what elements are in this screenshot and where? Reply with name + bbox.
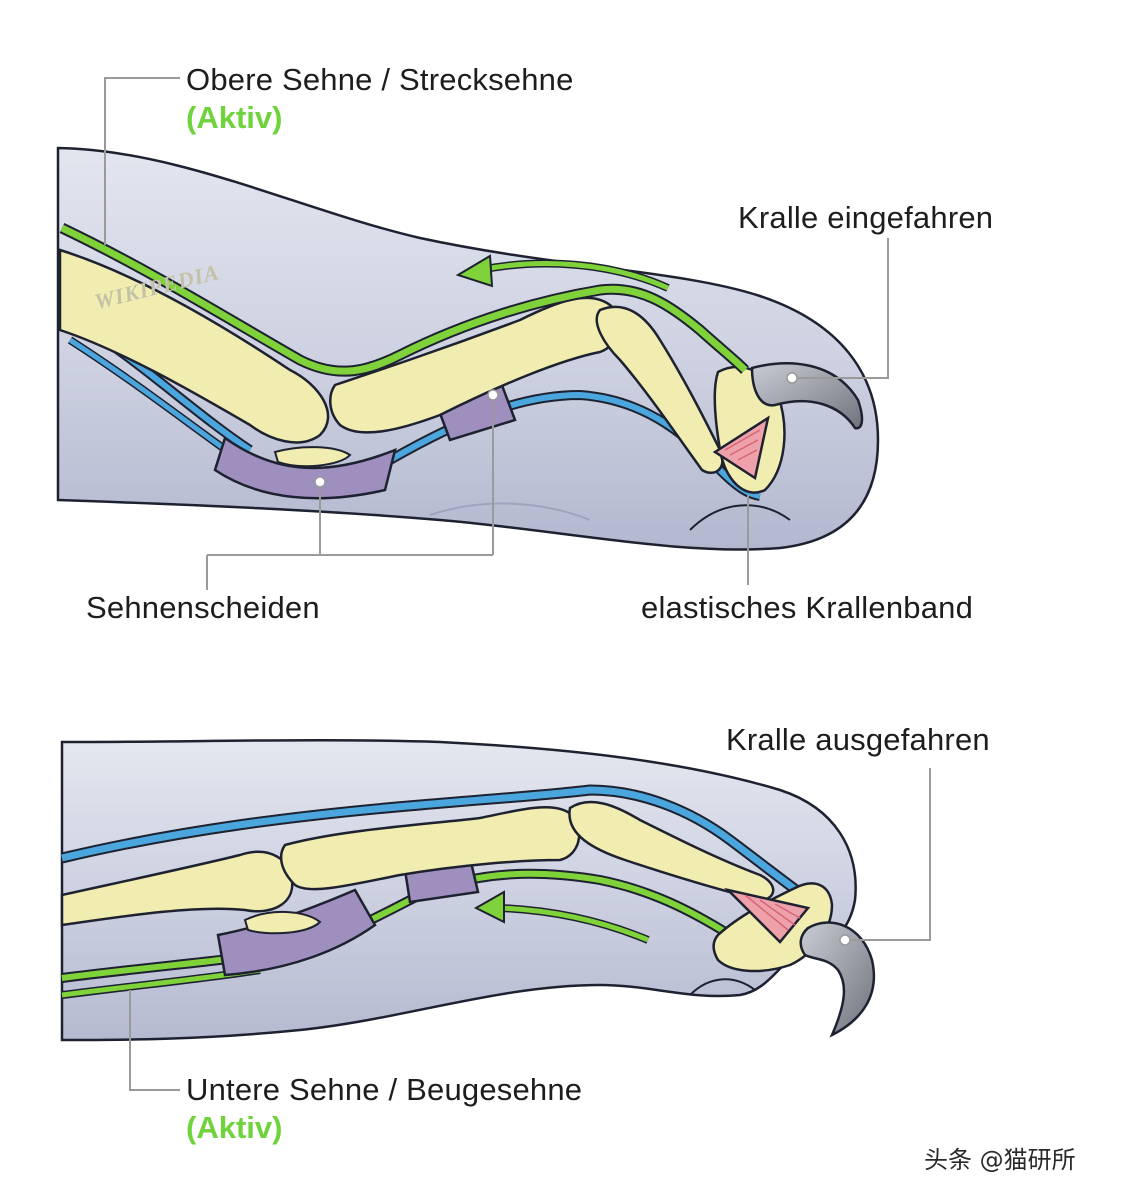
label-tendon-sheaths: Sehnenscheiden <box>86 590 320 625</box>
label-lower-tendon-active: (Aktiv) <box>186 1110 283 1145</box>
bottom-bone-proximal <box>279 806 581 891</box>
top-paw <box>0 77 889 590</box>
top-bone-middle <box>595 305 724 475</box>
label-elastic-ligament: elastisches Krallenband <box>641 590 974 625</box>
top-claw <box>750 362 864 430</box>
top-sheath-1 <box>213 435 397 500</box>
label-claw-extended: Kralle ausgefahren <box>726 722 990 757</box>
label-lower-tendon: Untere Sehne / Beugesehne <box>186 1072 583 1107</box>
bottom-claw <box>799 921 876 1038</box>
top-sesamoid <box>273 446 352 468</box>
top-bone-metacarpal <box>58 248 330 444</box>
top-bone-proximal <box>329 296 620 434</box>
bottom-bone-middle <box>568 800 775 902</box>
label-upper-tendon-active: (Aktiv) <box>186 100 283 135</box>
label-claw-retracted: Kralle eingefahren <box>738 200 994 235</box>
bottom-sesamoid <box>243 911 322 935</box>
label-upper-tendon: Obere Sehne / Strecksehne <box>186 62 574 97</box>
source-watermark: 头条 @猫研所 <box>924 1146 1076 1174</box>
bottom-paw <box>0 735 931 1091</box>
